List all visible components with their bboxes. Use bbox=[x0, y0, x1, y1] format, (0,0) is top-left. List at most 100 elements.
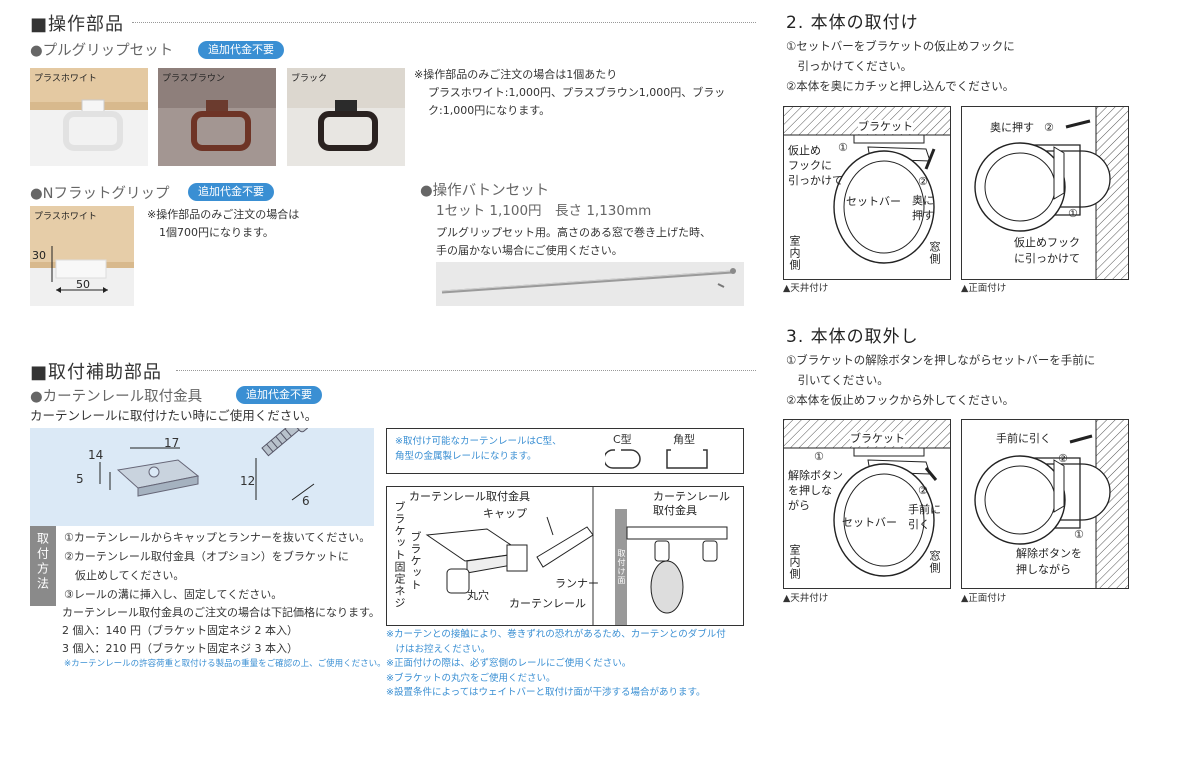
desc-line: プルグリップセット用。高さのある窓で巻き上げた時、 bbox=[436, 226, 711, 239]
install-front-diagram: 奥に押す ② ① 仮止めフック に引っかけて bbox=[961, 106, 1129, 280]
flatgrip-note: ※操作部品のみご注文の場合は 1個700円になります。 bbox=[147, 206, 299, 242]
label-hook: 仮止め フックに 引っかけて bbox=[788, 143, 843, 188]
label-line: 押す bbox=[912, 209, 934, 222]
title-divider bbox=[132, 22, 756, 23]
dim-height: 30 bbox=[32, 249, 46, 262]
baton-image bbox=[436, 262, 744, 306]
label-bracket-screw: ブラケット固定ネジ bbox=[393, 501, 406, 609]
baton-desc: プルグリップセット用。高さのある窓で巻き上げた時、 手の届かない場合にご使用くだ… bbox=[436, 224, 711, 260]
square-type-label: 角型 bbox=[673, 433, 695, 446]
dim-5: 5 bbox=[76, 472, 84, 486]
label-setbar: セットバー bbox=[842, 516, 897, 529]
install-front-drawing bbox=[974, 107, 1128, 279]
dim-6: 6 bbox=[302, 494, 310, 508]
baton-photo bbox=[441, 268, 736, 294]
label-line: 解除ボタンを bbox=[1016, 547, 1082, 560]
step-line: ①ブラケットの解除ボタンを押しながらセットバーを手前に bbox=[786, 353, 1096, 367]
label-release: 解除ボタン を押しな がら bbox=[788, 468, 843, 513]
label-indoor: 室内側 bbox=[788, 235, 801, 271]
note-line: ク:1,000円になります。 bbox=[428, 104, 551, 117]
method-steps: ①カーテンレールからキャップとランナーを抜いてください。 ②カーテンレール取付金… bbox=[64, 528, 370, 604]
pullgrip-white-image bbox=[30, 68, 148, 151]
note-line: ※操作部品のみご注文の場合は1個あたり bbox=[414, 68, 618, 81]
ops-section-title: ■操作部品 bbox=[30, 14, 125, 35]
c-type-label: C型 bbox=[613, 433, 632, 446]
rail-profiles bbox=[605, 449, 708, 469]
rail-badge: 追加代金不要 bbox=[236, 386, 322, 404]
swatch-black: ブラック bbox=[287, 68, 405, 166]
label-num1: ① bbox=[838, 141, 848, 154]
note-line: ※操作部品のみご注文の場合は bbox=[147, 208, 300, 221]
pullgrip-brown-image bbox=[158, 68, 276, 166]
flatgrip-photo bbox=[30, 206, 134, 293]
label-surface: 取付け面 bbox=[617, 549, 626, 585]
note-line: ※ブラケットの丸穴をご使用ください。 bbox=[386, 672, 556, 684]
note-line: ※取付け可能なカーテンレールはC型、 bbox=[395, 436, 562, 447]
caption-front: ▲正面付け bbox=[961, 283, 1007, 294]
remove-front-drawing bbox=[974, 420, 1128, 588]
label-num2: ② bbox=[918, 484, 928, 497]
price-line: 3 個入：210 円（ブラケット固定ネジ 3 本入） bbox=[62, 642, 298, 655]
label-num1: ① bbox=[1068, 207, 1078, 220]
note-line: けはお控えください。 bbox=[386, 643, 491, 655]
swatch-plus-white: プラスホワイト bbox=[30, 68, 148, 166]
swatch-plus-brown: プラスブラウン bbox=[158, 68, 276, 166]
label-line: 引く bbox=[908, 518, 930, 531]
step-line: ③レールの溝に挿入し、固定してください。 bbox=[64, 588, 283, 601]
install-ceiling-diagram: ブラケット ① 仮止め フックに 引っかけて ② セットバー 奥に 押す 室内側… bbox=[783, 106, 951, 280]
label-bracket: ブラケット bbox=[850, 432, 905, 446]
flatgrip-heading: ●Nフラットグリップ bbox=[30, 186, 170, 202]
label-pull: 手前に引く bbox=[996, 432, 1051, 445]
step-line: 仮止めしてください。 bbox=[64, 569, 185, 582]
label-line: フックに bbox=[788, 159, 832, 172]
step-line: ②本体を仮止めフックから外してください。 bbox=[786, 393, 1015, 407]
baton-heading: ●操作バトンセット bbox=[420, 183, 550, 199]
compat-box: ※取付け可能なカーテンレールはC型、 角型の金属製レールになります。 C型 角型 bbox=[386, 428, 744, 474]
rail-desc: カーテンレールに取付けたい時にご使用ください。 bbox=[30, 408, 318, 423]
swatch-label: プラスホワイト bbox=[34, 212, 97, 222]
label-line: 仮止めフック bbox=[1014, 236, 1080, 249]
method-label: 取付方法 bbox=[35, 532, 50, 592]
label-num1: ① bbox=[814, 450, 824, 463]
label-setbar: セットバー bbox=[846, 195, 901, 208]
install-steps: ①セットバーをブラケットの仮止めフックに 引っかけてください。 ②本体を奥にカチ… bbox=[786, 36, 1015, 96]
label-fitting: カーテンレール取付金具 bbox=[409, 490, 530, 503]
parts-figure: 14 17 5 12 6 bbox=[30, 413, 374, 526]
label-release: 解除ボタンを 押しながら bbox=[1016, 546, 1082, 578]
note-line: プラスホワイト:1,000円、プラスブラウン1,000円、ブラッ bbox=[428, 86, 726, 99]
step-line: 引っかけてください。 bbox=[786, 59, 913, 73]
pullgrip-note: ※操作部品のみご注文の場合は1個あたり プラスホワイト:1,000円、プラスブラ… bbox=[414, 66, 725, 120]
remove-steps: ①ブラケットの解除ボタンを押しながらセットバーを手前に 引いてください。 ②本体… bbox=[786, 350, 1095, 410]
label-line: 押しながら bbox=[1016, 563, 1071, 576]
aux-section-title: ■取付補助部品 bbox=[30, 362, 163, 383]
pullgrip-black-image bbox=[287, 68, 405, 151]
label-pull: 手前に 引く bbox=[908, 502, 941, 532]
remove-title: 3. 本体の取外し bbox=[786, 327, 919, 347]
install-title: 2. 本体の取付け bbox=[786, 13, 919, 33]
label-line: 解除ボタン bbox=[788, 469, 843, 482]
method-label-box: 取付方法 bbox=[30, 526, 56, 606]
remove-front-diagram: 手前に引く ② ① 解除ボタンを 押しながら bbox=[961, 419, 1129, 589]
note-line: 1個700円になります。 bbox=[159, 226, 274, 239]
label-runner: ランナー bbox=[555, 577, 599, 590]
label-bracket: ブラケット bbox=[858, 120, 913, 134]
pullgrip-heading: ●プルグリップセット bbox=[30, 43, 174, 59]
label-cap: キャップ bbox=[483, 507, 527, 520]
price-line: 2 個入：140 円（ブラケット固定ネジ 2 本入） bbox=[62, 624, 298, 637]
step-line: ②カーテンレール取付金具（オプション）をブラケットに bbox=[64, 550, 349, 563]
label-line: 奥に bbox=[912, 194, 934, 207]
note-line: ※正面付けの際は、必ず窓側のレールにご使用ください。 bbox=[386, 658, 632, 669]
label-num2: ② bbox=[918, 175, 928, 188]
step-line: ①カーテンレールからキャップとランナーを抜いてください。 bbox=[64, 531, 371, 544]
note-line: 角型の金属製レールになります。 bbox=[395, 451, 537, 462]
label-bracket: ブラケット bbox=[409, 531, 422, 591]
label-line: 引っかけて bbox=[788, 174, 843, 187]
step-line: ①セットバーをブラケットの仮止めフックに bbox=[786, 39, 1015, 53]
label-num1: ① bbox=[1074, 528, 1084, 541]
label-hook: 仮止めフック に引っかけて bbox=[1014, 235, 1080, 267]
flatgrip-badge: 追加代金不要 bbox=[188, 183, 274, 201]
rail-notes: ※カーテンとの接触により、巻きずれの恐れがあるため、カーテンとのダブル付 けはお… bbox=[386, 628, 726, 701]
swatch-label: ブラック bbox=[291, 74, 328, 84]
desc-line: 手の届かない場合にご使用ください。 bbox=[436, 244, 623, 257]
swatch-label: プラスホワイト bbox=[34, 74, 97, 84]
